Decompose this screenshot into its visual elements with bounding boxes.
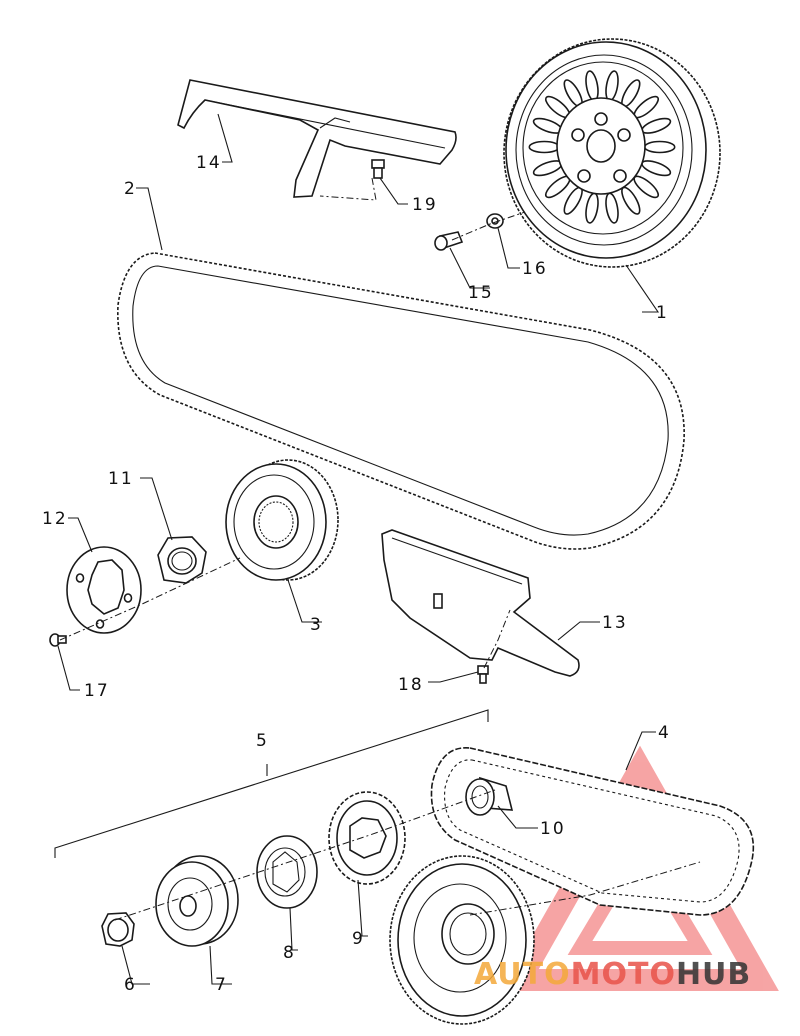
pulley-spoke-slots (528, 70, 676, 224)
part-19-bolt (371, 159, 385, 179)
callout-17: 17 (84, 681, 110, 701)
part-6-nut (101, 912, 135, 947)
pulley-slot (528, 140, 561, 154)
callout-12: 12 (42, 509, 68, 529)
callout-9: 9 (352, 929, 365, 949)
part-18-screw (477, 665, 489, 684)
watermark-auto: AUTO (474, 957, 571, 992)
callout-2: 2 (124, 179, 137, 199)
watermark-hub: HUB (676, 957, 751, 992)
callout-14: 14 (196, 153, 222, 173)
part-8-sprocket-nut (256, 835, 318, 909)
callout-6: 6 (124, 975, 137, 995)
svg-text:AUTOMOTOHUB: AUTOMOTOHUB (474, 957, 751, 992)
assembly-5-bracket (54, 709, 489, 858)
part-7-hub (155, 855, 239, 947)
callout-8: 8 (283, 943, 296, 963)
callout-labels: 1 2 3 4 5 6 7 8 9 10 11 12 13 14 15 16 1… (42, 153, 671, 995)
clutch-basket (389, 855, 535, 1025)
part-14-upper-belt-guard (177, 79, 457, 198)
part-11-nut (157, 536, 207, 584)
callout-3: 3 (310, 615, 323, 635)
part-12-lock-plate (66, 546, 142, 634)
callout-4: 4 (658, 723, 671, 743)
callout-10: 10 (540, 819, 566, 839)
leader-lines (57, 113, 660, 985)
callout-15: 15 (468, 283, 494, 303)
part-13-lower-belt-guard (381, 529, 580, 677)
part-10-spacer (465, 776, 514, 816)
pulley-slot (643, 140, 676, 154)
part-17-screw (49, 633, 67, 647)
watermark-moto: MOTO (571, 957, 676, 992)
callout-1: 1 (656, 303, 669, 323)
callout-13: 13 (602, 613, 628, 633)
callout-18: 18 (398, 675, 424, 695)
centerlines (59, 177, 701, 921)
callout-7: 7 (215, 975, 228, 995)
watermark-text: AUTOMOTOHUB (474, 957, 751, 992)
callout-16: 16 (522, 259, 548, 279)
part-3-front-pulley (225, 459, 339, 581)
callout-19: 19 (412, 195, 438, 215)
part-15-bolt (434, 231, 464, 251)
part-16-washer (486, 213, 504, 229)
part-4-primary-chain (430, 747, 754, 916)
part-2-drive-belt (117, 252, 685, 550)
callout-5: 5 (256, 731, 269, 751)
part-1-rear-pulley (503, 38, 721, 268)
part-9-sprocket (328, 791, 406, 885)
callout-11: 11 (108, 469, 134, 489)
